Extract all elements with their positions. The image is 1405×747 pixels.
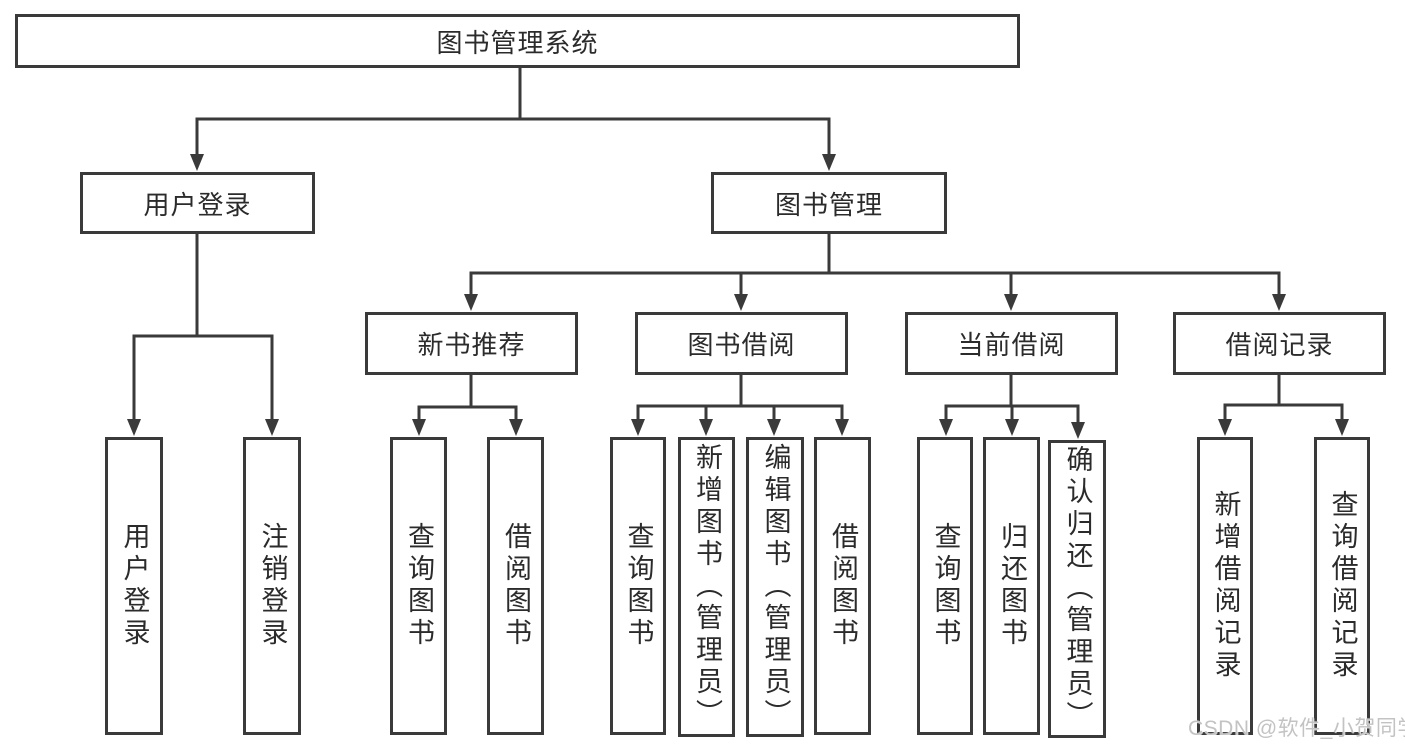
leaf-return-book-label: 归还图书	[997, 522, 1027, 650]
node-book-management: 图书管理	[711, 172, 947, 234]
leaf-query-borrow-record: 查询借阅记录	[1314, 437, 1370, 735]
leaf-query-borrow-record-label: 查询借阅记录	[1327, 490, 1358, 682]
node-user-login-label: 用户登录	[143, 189, 252, 220]
node-library-management-system-label: 图书管理系统	[436, 27, 599, 58]
node-new-book-recommendation: 新书推荐	[365, 312, 578, 375]
leaf-add-borrow-record: 新增借阅记录	[1197, 437, 1253, 735]
node-book-borrowing-label: 图书借阅	[687, 330, 796, 360]
node-current-borrowing: 当前借阅	[905, 312, 1118, 375]
leaf-user-login: 用户登录	[105, 437, 163, 735]
node-new-book-recommendation-label: 新书推荐	[417, 330, 526, 360]
leaf-return-book: 归还图书	[983, 437, 1040, 735]
leaf-borrow-books: 借阅图书	[487, 437, 544, 735]
leaf-user-login-label: 用户登录	[119, 522, 150, 650]
leaf-logout-label: 注销登录	[257, 522, 288, 650]
leaf-add-book-admin: 新增图书（管理员）	[678, 437, 735, 737]
node-user-login: 用户登录	[80, 172, 315, 234]
leaf-query-books: 查询图书	[390, 437, 447, 735]
leaf-query-books-label: 查询图书	[404, 522, 434, 650]
leaf-query-books-3: 查询图书	[917, 437, 973, 735]
leaf-query-books-2-label: 查询图书	[623, 522, 654, 650]
leaf-edit-book-admin-label: 编辑图书（管理员）	[760, 443, 791, 731]
leaf-borrow-books-2: 借阅图书	[814, 437, 871, 735]
leaf-borrow-books-2-label: 借阅图书	[828, 522, 858, 650]
leaf-logout: 注销登录	[243, 437, 301, 735]
node-book-management-label: 图书管理	[774, 189, 883, 220]
node-borrowing-records-label: 借阅记录	[1225, 330, 1334, 360]
node-library-management-system: 图书管理系统	[15, 14, 1020, 68]
leaf-add-book-admin-label: 新增图书（管理员）	[692, 443, 722, 731]
leaf-add-borrow-record-label: 新增借阅记录	[1210, 490, 1241, 682]
leaf-query-books-2: 查询图书	[610, 437, 666, 735]
leaf-borrow-books-label: 借阅图书	[501, 522, 531, 650]
leaf-query-books-3-label: 查询图书	[930, 522, 961, 650]
leaf-confirm-return-admin: 确认归还（管理员）	[1048, 440, 1106, 738]
leaf-edit-book-admin: 编辑图书（管理员）	[746, 437, 804, 737]
node-borrowing-records: 借阅记录	[1173, 312, 1386, 375]
arrowheads	[127, 154, 1349, 439]
node-current-borrowing-label: 当前借阅	[957, 330, 1066, 360]
leaf-confirm-return-admin-label: 确认归还（管理员）	[1062, 445, 1093, 733]
node-book-borrowing: 图书借阅	[635, 312, 848, 375]
csdn-watermark: CSDN @软件_小贺同学	[1188, 717, 1405, 740]
